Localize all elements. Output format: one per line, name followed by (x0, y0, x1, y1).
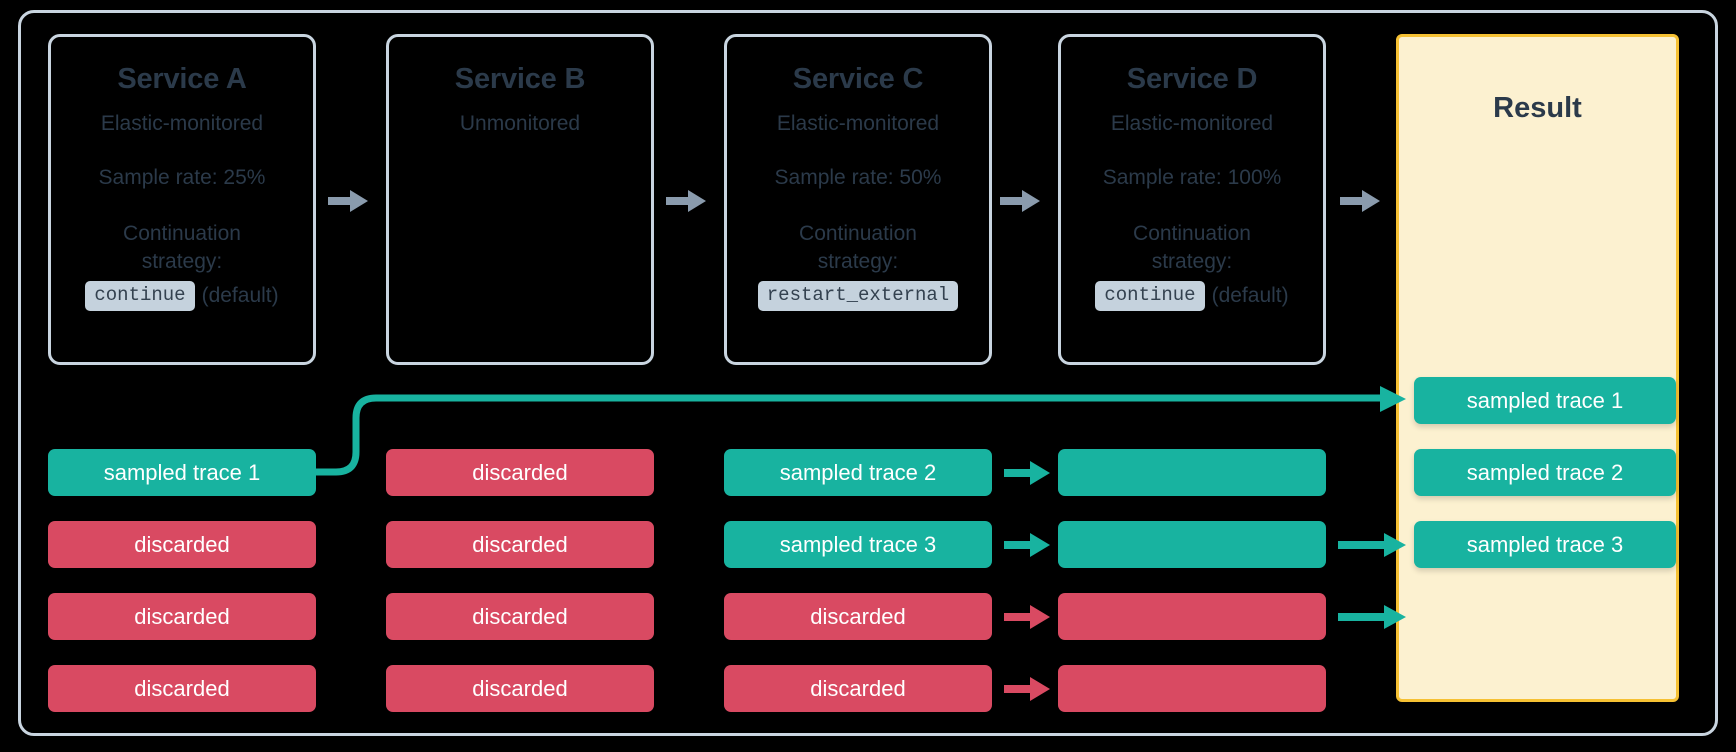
trace-b-3: discarded (386, 593, 654, 640)
flow-arrow-b-to-c-icon (666, 190, 706, 212)
strategy-code-badge: continue (1095, 280, 1205, 311)
trace-d-2 (1058, 521, 1326, 568)
trace-a-4: discarded (48, 665, 316, 712)
trace-arrow-c1-to-d1-icon (1004, 461, 1050, 485)
trace-b-2: discarded (386, 521, 654, 568)
result-trace-2: sampled trace 2 (1414, 449, 1676, 496)
trace-a-3: discarded (48, 593, 316, 640)
strategy-default-note: (default) (201, 283, 279, 307)
service-sample-rate: Sample rate: 100% (1102, 166, 1282, 189)
trace-d-3 (1058, 593, 1326, 640)
trace-arrow-d3-to-result3-icon (1338, 605, 1406, 629)
strategy-code-badge: restart_external (757, 280, 959, 311)
outer-frame (18, 10, 1718, 736)
trace-b-4: discarded (386, 665, 654, 712)
service-monitoring: Elastic-monitored (100, 112, 264, 135)
service-title: Service C (792, 63, 924, 95)
result-trace-1: sampled trace 1 (1414, 377, 1676, 424)
service-monitoring: Unmonitored (459, 112, 581, 135)
result-panel: Result (1396, 34, 1679, 702)
strategy-default-note: (default) (1211, 283, 1289, 307)
service-strategy-value-row: restart_external (757, 280, 959, 311)
result-title: Result (1493, 92, 1582, 124)
trace-arrow-c2-to-d2-icon (1004, 533, 1050, 557)
service-box-c: Service C Elastic-monitored Sample rate:… (724, 34, 992, 365)
service-box-b: Service B Unmonitored (386, 34, 654, 365)
service-strategy-value-row: continue (default) (1095, 280, 1289, 311)
service-monitoring: Elastic-monitored (776, 112, 940, 135)
trace-c-3: discarded (724, 593, 992, 640)
trace-c-1: sampled trace 2 (724, 449, 992, 496)
result-trace-3: sampled trace 3 (1414, 521, 1676, 568)
trace-a-2: discarded (48, 521, 316, 568)
trace-arrow-d2-to-result2-icon (1338, 533, 1406, 557)
trace-arrow-c4-to-d4-icon (1004, 677, 1050, 701)
flow-arrow-c-to-d-icon (1000, 190, 1040, 212)
trace-arrow-c3-to-d3-icon (1004, 605, 1050, 629)
service-box-d: Service D Elastic-monitored Sample rate:… (1058, 34, 1326, 365)
strategy-code-badge: continue (85, 280, 195, 311)
service-title: Service A (117, 63, 247, 95)
service-monitoring: Elastic-monitored (1110, 112, 1274, 135)
service-box-a: Service A Elastic-monitored Sample rate:… (48, 34, 316, 365)
trace-b-1: discarded (386, 449, 654, 496)
service-strategy-value-row: continue (default) (85, 280, 279, 311)
trace-c-4: discarded (724, 665, 992, 712)
service-title: Service B (454, 63, 586, 95)
trace-d-4 (1058, 665, 1326, 712)
trace-c-2: sampled trace 3 (724, 521, 992, 568)
flow-arrow-d-to-result-icon (1340, 190, 1380, 212)
service-sample-rate: Sample rate: 25% (98, 166, 266, 189)
flow-arrow-a-to-b-icon (328, 190, 368, 212)
trace-d-1 (1058, 449, 1326, 496)
service-title: Service D (1126, 63, 1258, 95)
trace-a-1: sampled trace 1 (48, 449, 316, 496)
service-sample-rate: Sample rate: 50% (774, 166, 942, 189)
